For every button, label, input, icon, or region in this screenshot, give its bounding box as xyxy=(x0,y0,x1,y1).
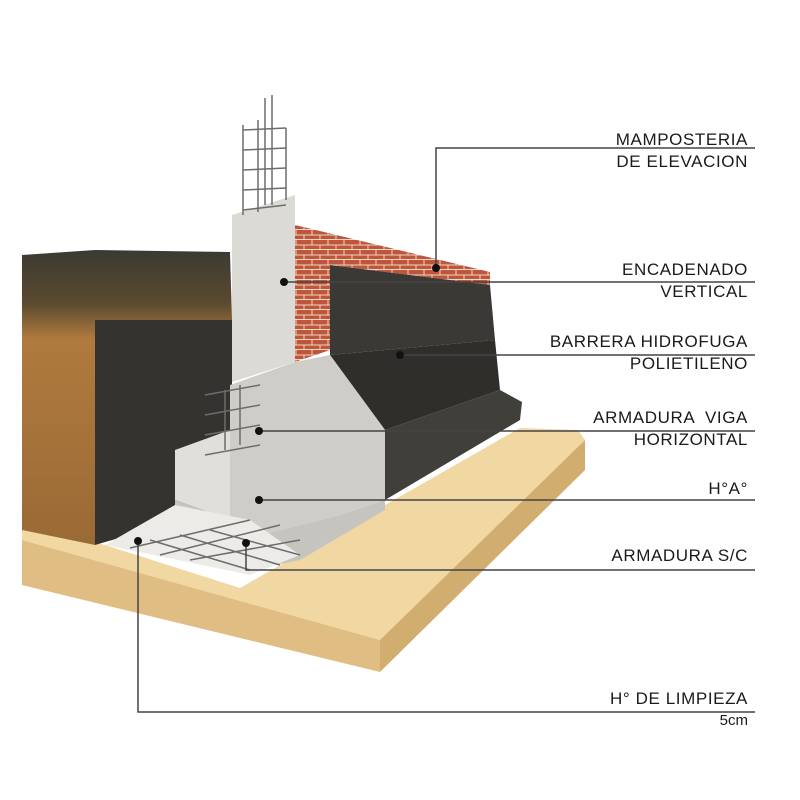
label-line: VERTICAL xyxy=(660,282,748,301)
leader-armadura-sc xyxy=(245,543,755,571)
label-line: ENCADENADO xyxy=(622,260,748,279)
label-line: ARMADURA S/C xyxy=(611,546,748,565)
leader-dots xyxy=(134,264,440,547)
waterproof-barrier xyxy=(330,265,522,505)
label-line: H°A° xyxy=(708,479,748,498)
label-line: H° DE LIMPIEZA xyxy=(610,689,748,708)
label-limpieza: H° DE LIMPIEZA 5cm xyxy=(610,688,748,732)
lean-concrete-slab xyxy=(105,505,300,575)
leader-mamposteria xyxy=(435,147,755,268)
sand-base xyxy=(22,428,585,672)
label-line: BARRERA HIDROFUGA xyxy=(549,332,748,351)
label-line: POLIETILENO xyxy=(629,354,748,373)
label-line: HORIZONTAL xyxy=(633,430,748,449)
label-armadura-sc: ARMADURA S/C xyxy=(611,545,748,567)
leader-limpieza xyxy=(137,541,755,713)
label-encadenado: ENCADENADO VERTICAL xyxy=(622,259,748,303)
label-mamposteria: MAMPOSTERIA DE ELEVACION xyxy=(616,129,748,173)
label-barrera: BARRERA HIDROFUGA POLIETILENO xyxy=(550,331,748,375)
label-hormigon-armado: H°A° xyxy=(708,478,748,500)
rebar-cage xyxy=(129,95,301,571)
label-armadura-viga: ARMADURA VIGA HORIZONTAL xyxy=(593,407,748,451)
leader-lines xyxy=(137,147,755,713)
label-line: ARMADURA VIGA xyxy=(593,408,748,427)
label-line: MAMPOSTERIA xyxy=(615,130,748,149)
brick-wall xyxy=(295,225,490,362)
label-thickness: 5cm xyxy=(719,712,748,729)
concrete-structure xyxy=(105,195,385,575)
label-line: DE ELEVACION xyxy=(616,152,748,171)
